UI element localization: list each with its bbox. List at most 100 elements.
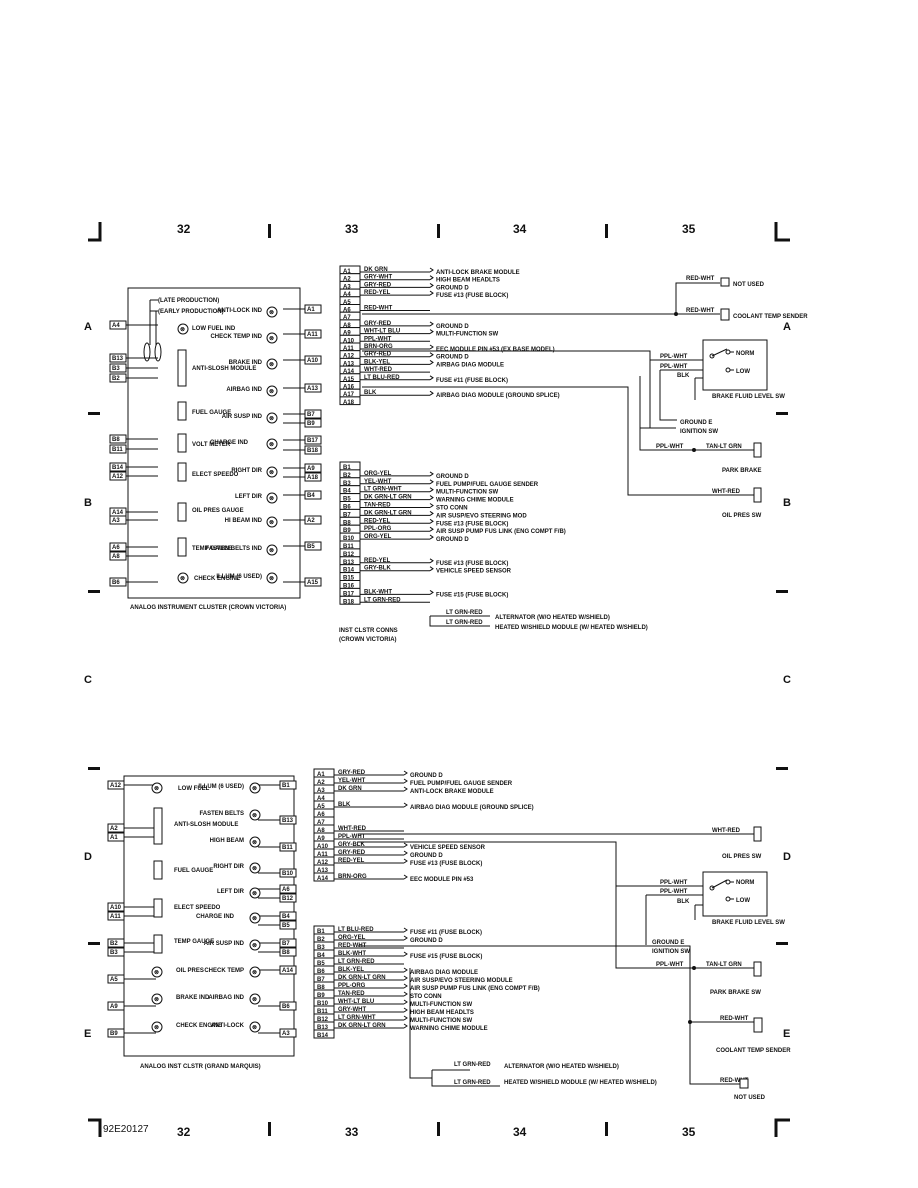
norm-label: NORM (736, 351, 754, 357)
wire-color-label: PPL-WHT (338, 834, 366, 840)
wire-color-label: PPL-ORG (338, 983, 366, 989)
destination-label: MULTI-FUNCTION SW (410, 1018, 473, 1024)
ignition-label: IGNITION SW (652, 949, 690, 955)
wire-color-label: GRY-RED (364, 352, 392, 358)
oil-pres-switch-icon (753, 487, 762, 503)
connector-arrow-icon (403, 778, 408, 784)
lamp-glyph: ⊗ (252, 916, 257, 922)
lamp-icon (249, 836, 261, 848)
ruler-tick (88, 767, 100, 770)
lamp-icon (249, 912, 261, 924)
lamp-icon (266, 412, 278, 424)
wire-label: PPL-WHT (656, 962, 684, 968)
component-label: CHARGE IND (196, 914, 235, 920)
gauge-icon (153, 934, 163, 954)
component-label: FASTEN BELTS IND (205, 546, 262, 552)
edge-pin-id: A14 (282, 968, 294, 974)
destination-label: GROUND D (436, 285, 469, 291)
lamp-icon (266, 492, 278, 504)
pin-box (339, 396, 361, 406)
component-label: ILLUM (6 USED) (198, 784, 244, 790)
ruler-tick (268, 224, 271, 238)
pin-id: B4 (343, 489, 351, 495)
row-label: C (84, 674, 92, 686)
connector-arrow-icon (403, 1015, 408, 1021)
edge-pin-id: A13 (307, 386, 319, 392)
not-used-label: NOT USED (734, 1095, 766, 1101)
park-brake-wire (639, 376, 754, 451)
pin-id: A11 (343, 346, 354, 352)
lamp-glyph: ⊗ (269, 496, 274, 502)
destination-label: GROUND D (410, 938, 443, 944)
page-id: 92E20127 (103, 1124, 149, 1135)
component-label: TEMP GAUGE (192, 546, 232, 552)
component-label: ANTI-SLOSH MODULE (192, 366, 256, 372)
edge-pin-id: B5 (282, 923, 290, 929)
destination-label: MULTI-FUNCTION SW (436, 490, 499, 496)
pin-id: B12 (343, 552, 355, 558)
park-brake-label: PARK BRAKE (722, 468, 762, 474)
wire-color-label: BLK (338, 802, 351, 808)
note-early-production: (EARLY PRODUCTION) (158, 309, 224, 315)
lamp-icon (249, 862, 261, 874)
edge-pin-id: B7 (307, 412, 315, 418)
edge-pin-id: A4 (112, 323, 120, 329)
pin-id: A8 (317, 828, 325, 834)
destination-label: VEHICLE SPEED SENSOR (410, 845, 486, 851)
pin-id: A12 (343, 354, 355, 360)
lamp-glyph: ⊗ (269, 389, 274, 395)
splice-dot (674, 312, 678, 316)
pin-id: B7 (343, 512, 351, 518)
module-icon (177, 349, 187, 387)
wire-label: RED-WHT (686, 276, 715, 282)
component-label: BRAKE IND (229, 360, 263, 366)
pin-id: A1 (317, 772, 325, 778)
destination-label: MULTI-FUNCTION SW (410, 1002, 473, 1008)
wire-color-label: RED-WHT (338, 943, 367, 949)
lamp-glyph: ⊗ (269, 362, 274, 368)
wire-label: BLK (677, 373, 690, 379)
wire-label: PPL-WHT (660, 354, 688, 360)
wire-color-label: BRN-ORG (364, 344, 393, 350)
pin-id: B5 (343, 497, 351, 503)
ruler-tick (776, 942, 788, 945)
lamp-glyph: ⊗ (269, 548, 274, 554)
pin-id: B4 (317, 953, 325, 959)
edge-pin-id: A11 (307, 332, 318, 338)
pin-id: A7 (317, 820, 325, 826)
wire-label: BLK (677, 899, 690, 905)
wire-color-label: BLK-YEL (338, 967, 364, 973)
corner-mark-top-left (88, 222, 102, 242)
connector-arrow-icon (429, 503, 434, 508)
wire-color-label: BRN-ORG (338, 874, 367, 880)
wire-label: PPL-WHT (656, 444, 684, 450)
pin-id: B16 (343, 584, 355, 590)
destination-label: FUSE #13 (FUSE BLOCK) (436, 561, 508, 567)
edge-pin-id: B3 (112, 366, 120, 372)
connector-arrow-icon (403, 858, 408, 864)
connector-arrow-icon (429, 275, 434, 281)
connector-arrow-icon (403, 770, 408, 776)
lamp-glyph: ⊗ (252, 997, 257, 1003)
top-cluster: (LATE PRODUCTION) (EARLY PRODUCTION) A4B… (109, 287, 322, 611)
connector-arrow-icon (429, 375, 434, 381)
lamp-icon (266, 385, 278, 397)
lamp-icon (249, 939, 261, 951)
ruler-tick (437, 224, 440, 238)
wire-label: PPL-WHT (660, 364, 688, 370)
column-label: 35 (682, 222, 696, 236)
ruler-tick (437, 1122, 440, 1136)
coolant-label: COOLANT TEMP SENDER (716, 1048, 791, 1054)
bottom-external: WHT-RED OIL PRES SW NORM LOW BRAKE FLUID… (358, 826, 791, 1101)
connector-arrow-icon (429, 534, 434, 540)
destination-label: WARNING CHIME MODULE (410, 1026, 488, 1032)
edge-pin-id: A15 (307, 580, 319, 586)
column-label: 34 (513, 222, 527, 236)
row-label: B (783, 497, 791, 509)
edge-pin-id: B4 (307, 493, 315, 499)
lamp-icon (266, 544, 278, 556)
